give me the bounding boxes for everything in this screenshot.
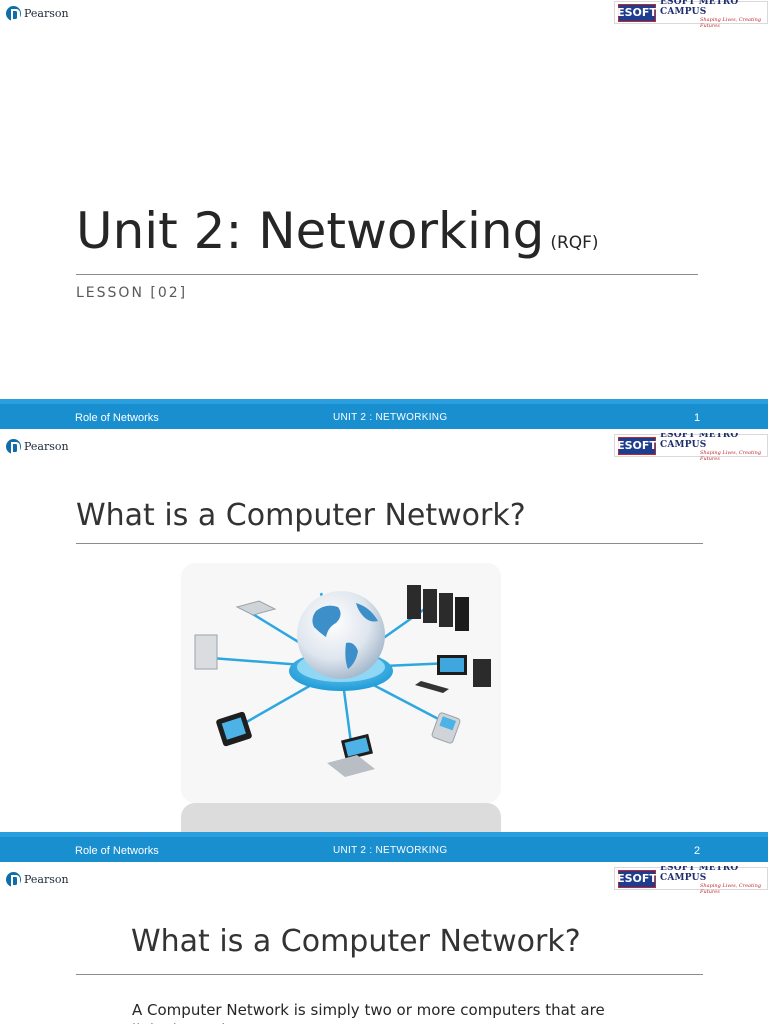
title-divider	[76, 974, 703, 975]
title-divider	[76, 274, 698, 275]
pearson-icon	[6, 5, 21, 21]
esoft-logo: ESOFT ESOFT METRO CAMPUS Shaping Lives, …	[614, 866, 768, 895]
slide-title-text: Unit 2: Networking	[76, 202, 545, 260]
title-divider	[76, 543, 703, 544]
esoft-tagline: Shaping Lives, Creating Futures	[700, 16, 762, 29]
esoft-name: ESOFT METRO CAMPUS	[660, 866, 739, 883]
slide-number: 1	[694, 412, 701, 424]
pearson-label: Pearson	[24, 872, 69, 886]
footer-unit: UNIT 2 : NETWORKING	[333, 845, 448, 856]
slide-1: Pearson ESOFT ESOFT METRO CAMPUS Shaping…	[0, 0, 768, 433]
footer-unit: UNIT 2 : NETWORKING	[333, 412, 448, 423]
slide-title: What is a Computer Network?	[76, 498, 526, 533]
slide-3: Pearson ESOFT ESOFT METRO CAMPUS Shaping…	[0, 866, 768, 1024]
esoft-tagline: Shaping Lives, Creating Futures	[700, 882, 762, 895]
pearson-logo: Pearson	[6, 438, 69, 454]
footer-topic: Role of Networks	[75, 412, 159, 424]
pearson-label: Pearson	[24, 439, 69, 453]
slide-footer: Role of Networks UNIT 2 : NETWORKING 1	[0, 399, 768, 429]
pearson-logo: Pearson	[6, 5, 69, 21]
pearson-icon	[6, 871, 21, 887]
slide-body-text: A Computer Network is simply two or more…	[132, 1001, 605, 1024]
slide-2: Pearson ESOFT ESOFT METRO CAMPUS Shaping…	[0, 433, 768, 866]
pearson-label: Pearson	[24, 6, 69, 20]
esoft-tagline: Shaping Lives, Creating Futures	[700, 449, 762, 462]
pearson-icon	[6, 438, 21, 454]
slide-footer: Role of Networks UNIT 2 : NETWORKING 2	[0, 832, 768, 862]
slide-title: What is a Computer Network?	[131, 924, 581, 959]
esoft-badge: ESOFT	[617, 436, 657, 455]
esoft-badge: ESOFT	[617, 3, 657, 22]
footer-topic: Role of Networks	[75, 845, 159, 857]
esoft-logo: ESOFT ESOFT METRO CAMPUS Shaping Lives, …	[614, 433, 768, 462]
slide-number: 2	[694, 845, 701, 857]
esoft-logo: ESOFT ESOFT METRO CAMPUS Shaping Lives, …	[614, 0, 768, 29]
esoft-badge: ESOFT	[617, 869, 657, 888]
lesson-label: LESSON [02]	[76, 285, 188, 301]
network-globe-illustration	[181, 563, 501, 803]
esoft-name: ESOFT METRO CAMPUS	[660, 433, 739, 450]
esoft-name: ESOFT METRO CAMPUS	[660, 0, 739, 17]
slide-title-suffix: (RQF)	[550, 233, 599, 253]
pearson-logo: Pearson	[6, 871, 69, 887]
slide-title: Unit 2: Networking(RQF)	[76, 202, 599, 260]
network-diagram-icon	[194, 585, 491, 777]
